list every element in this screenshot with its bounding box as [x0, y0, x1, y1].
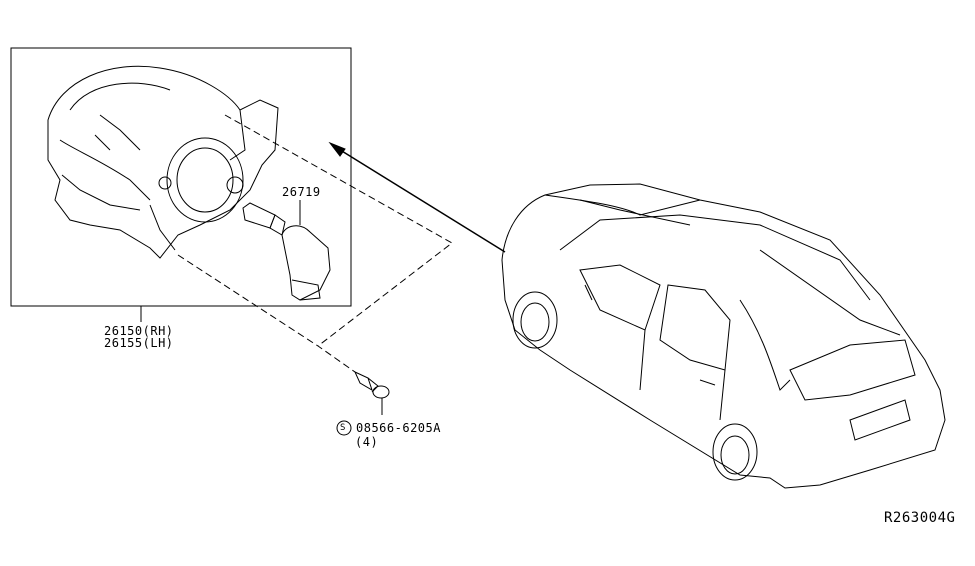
location-arrow	[328, 141, 506, 253]
part-label-26719: 26719	[282, 185, 321, 199]
part-quantity: (4)	[355, 435, 379, 449]
part-number: 26155	[104, 336, 143, 350]
standard-part-s-icon	[336, 420, 352, 436]
part-label-26150: 26150(RH)	[104, 325, 174, 337]
fog-lamp-bulb	[242, 200, 331, 301]
standard-part-symbol: S	[340, 423, 346, 433]
part-number: 26150	[104, 324, 143, 338]
lamp-detail-frame	[10, 47, 352, 307]
part-side: (LH)	[142, 336, 174, 350]
part-label-08566-6205A: 08566-6205A	[356, 421, 441, 435]
vehicle-outline	[501, 183, 946, 489]
assembly-guide-lines	[177, 114, 453, 373]
screw	[353, 370, 390, 415]
part-label-26155: 26155(LH)	[104, 337, 174, 349]
fog-lamp-housing	[47, 65, 279, 259]
part-side: (RH)	[142, 324, 174, 338]
reference-code: R263004G	[884, 510, 956, 526]
